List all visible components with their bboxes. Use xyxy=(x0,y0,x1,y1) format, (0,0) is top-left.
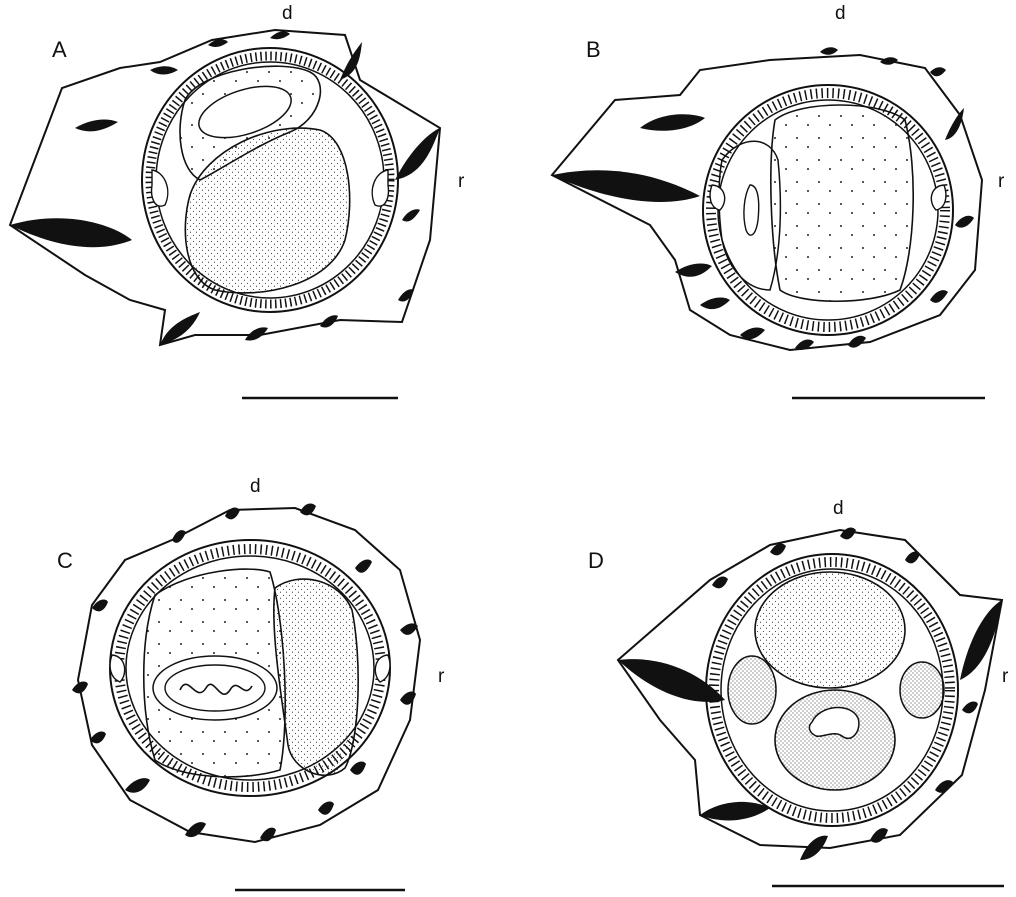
panel-c-ridge xyxy=(225,508,240,520)
panel-b-ridge xyxy=(700,297,730,309)
panel-a-ridge xyxy=(395,128,440,180)
panel-d-ridge xyxy=(962,702,978,714)
panel-d-ridge xyxy=(840,528,856,540)
panel-b-lumen xyxy=(744,185,759,235)
panel-b-lateral-cord-right xyxy=(931,185,946,210)
panel-a-ridge xyxy=(75,120,118,132)
panel-c-ridge xyxy=(400,692,416,705)
panel-d-ridge xyxy=(700,802,770,821)
panel-c-ridge xyxy=(172,530,186,543)
panel-c: C d r xyxy=(57,476,445,890)
panel-a-letter: A xyxy=(52,37,67,62)
panel-b-ridge xyxy=(820,47,838,55)
panel-d-dorsal-label: d xyxy=(833,498,844,519)
panel-c-ridge xyxy=(90,732,106,744)
panel-c-ridge xyxy=(300,504,316,516)
panel-d-right-label: r xyxy=(1002,666,1009,687)
panel-a-lateral-cord-right xyxy=(372,170,388,206)
panel-b-dorsal-label: d xyxy=(835,3,846,24)
panel-c-ridge xyxy=(350,762,366,775)
panel-b-letter: B xyxy=(586,37,601,62)
panel-c-gonad xyxy=(274,579,358,775)
panel-b-ridge xyxy=(880,57,898,65)
panel-c-dorsal-label: d xyxy=(250,476,261,497)
panel-d-lateral-ridge xyxy=(960,600,1002,680)
panel-c-ridge xyxy=(355,560,372,573)
panel-a-right-label: r xyxy=(458,171,465,192)
panel-d-gonad xyxy=(755,572,905,688)
panel-b: B d r xyxy=(552,3,1005,398)
panel-b-ridge xyxy=(930,290,948,303)
panel-b-ridge xyxy=(740,327,765,339)
panel-b-right-label: r xyxy=(998,171,1005,192)
panel-b-lateral-cord-left xyxy=(710,185,725,210)
panel-d-ridge xyxy=(935,780,953,793)
panel-c-letter: C xyxy=(57,548,73,573)
panel-d: D d r xyxy=(588,498,1009,886)
panel-b-outer-cuticle xyxy=(552,55,982,350)
panel-b-ridge xyxy=(955,216,974,228)
panel-b-ridge xyxy=(930,67,946,76)
panel-c-ridge xyxy=(400,623,418,635)
panel-c-right-label: r xyxy=(438,666,445,687)
panel-d-ridge xyxy=(905,552,920,564)
panel-d-letter: D xyxy=(588,548,604,573)
panel-a-lateral-cord-left xyxy=(152,170,168,206)
panel-a: A d r xyxy=(10,3,465,398)
panel-d-intestine xyxy=(775,690,895,790)
panel-a-ridge xyxy=(402,209,420,221)
panel-a-ridge xyxy=(270,31,290,39)
panel-b-ridge xyxy=(848,336,866,348)
panel-a-dorsal-label: d xyxy=(282,3,293,24)
panel-d-lateral-body-left xyxy=(728,656,776,724)
panel-c-ridge xyxy=(260,828,276,842)
panel-c-ridge xyxy=(72,682,88,694)
panel-d-lateral-body-right xyxy=(900,662,944,718)
panel-b-gonad xyxy=(771,105,913,301)
panel-b-ridge xyxy=(945,108,964,140)
panel-b-ridge xyxy=(675,264,712,277)
panel-c-ridge xyxy=(318,802,334,815)
panel-a-lateral-ridge xyxy=(10,218,132,247)
panel-a-ridge xyxy=(150,66,178,74)
panel-c-ridge xyxy=(125,778,150,793)
panel-b-ridge xyxy=(640,114,705,130)
panel-d-ridge xyxy=(870,828,888,843)
